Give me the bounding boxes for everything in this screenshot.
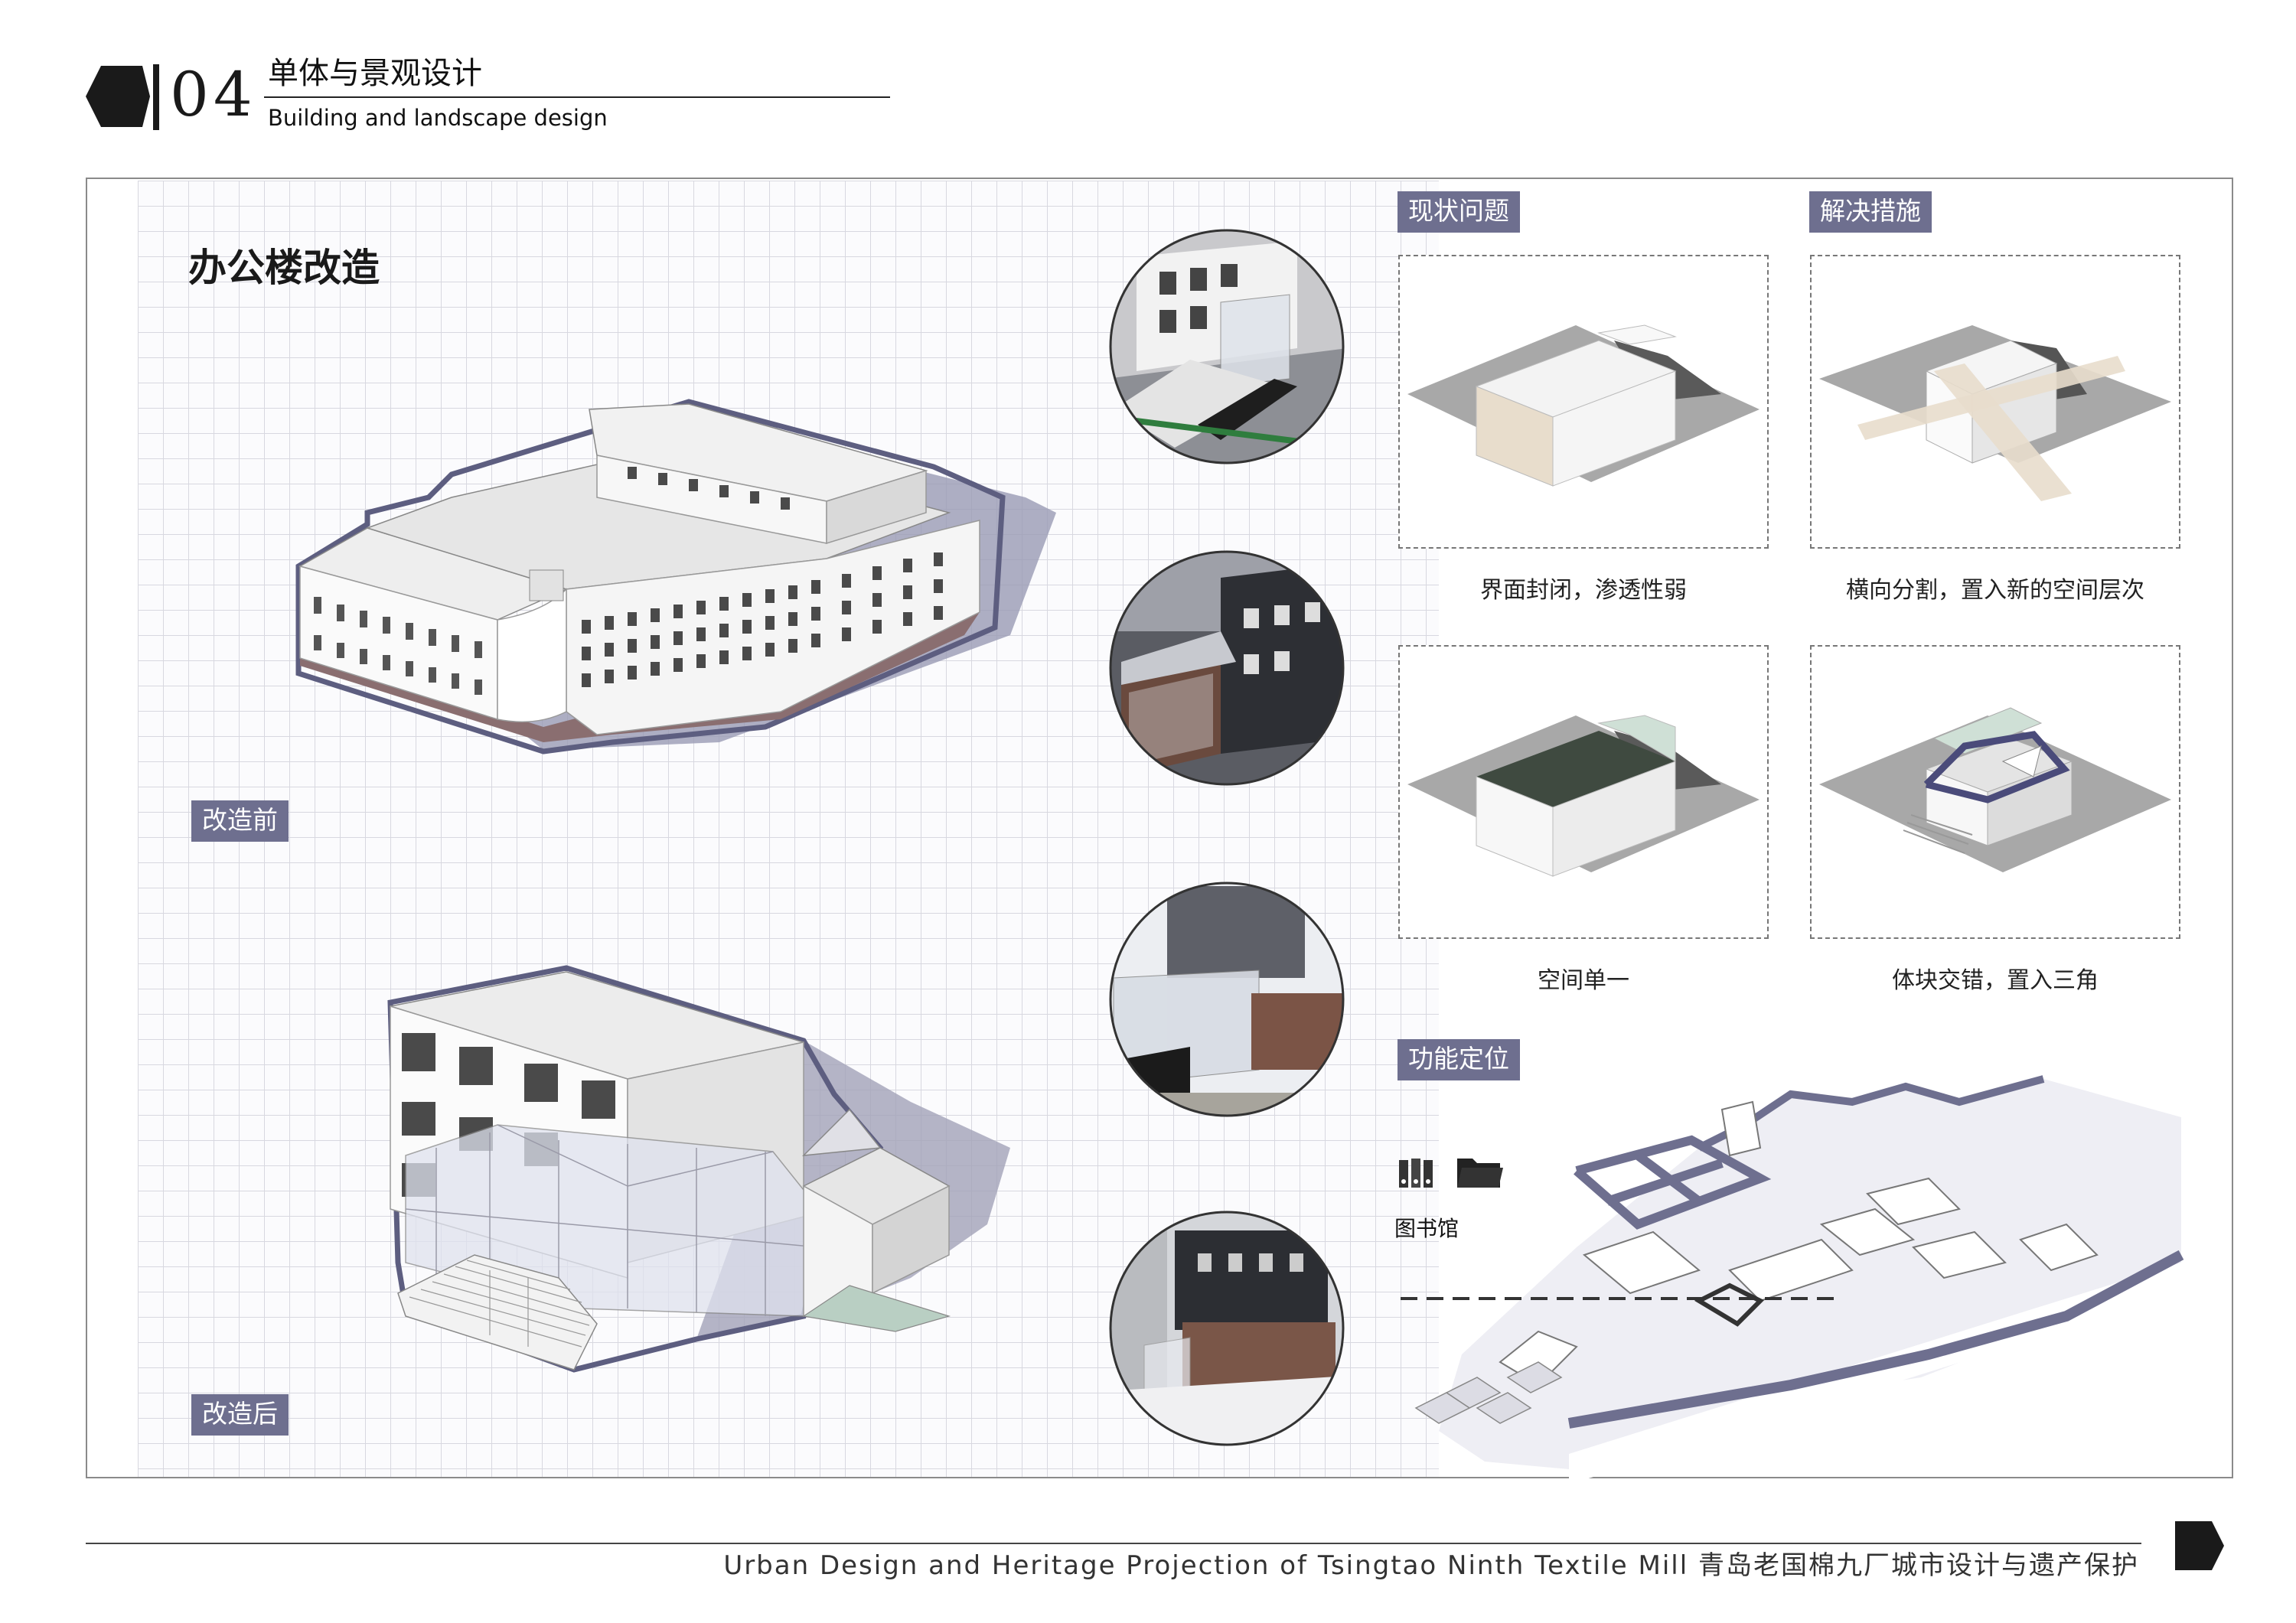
caption-interlock-triangle: 体块交错，置入三角 — [1892, 967, 2099, 994]
render-circle-4 — [1109, 1211, 1345, 1446]
diagram-panel-horizontal-split — [1810, 255, 2180, 549]
heading-solutions: 解决措施 — [1809, 191, 1932, 233]
footer-hexagon-icon — [2175, 1521, 2224, 1570]
caption-horizontal-split: 横向分割，置入新的空间层次 — [1846, 577, 2144, 604]
library-label: 图书馆 — [1394, 1216, 1459, 1241]
label-before-renovation: 改造前 — [191, 800, 289, 842]
heading-function-positioning: 功能定位 — [1397, 1039, 1520, 1080]
site-plan-illustration — [1401, 1075, 2184, 1484]
diagram-panel-single-space — [1398, 645, 1769, 939]
folder-icon — [1457, 1159, 1503, 1188]
books-icon — [1399, 1159, 1433, 1188]
building-before-illustration — [295, 399, 1056, 754]
section-title-en: Building and landscape design — [268, 105, 608, 131]
heading-current-issues: 现状问题 — [1397, 191, 1520, 233]
render-circle-3 — [1109, 882, 1345, 1117]
footer-project-title: Urban Design and Heritage Projection of … — [723, 1550, 2139, 1581]
render-circle-2 — [1109, 550, 1345, 786]
building-after-illustration — [387, 965, 1010, 1373]
header-divider-bar — [153, 64, 159, 130]
header-hexagon-icon — [86, 66, 150, 127]
render-circle-1 — [1109, 229, 1345, 464]
caption-single-space: 空间单一 — [1538, 967, 1629, 994]
footer-rule — [86, 1543, 2141, 1544]
diagram-panel-closed-interface — [1398, 255, 1769, 549]
caption-closed-interface: 界面封闭，渗透性弱 — [1480, 577, 1687, 604]
main-title: 办公楼改造 — [188, 246, 380, 290]
section-number: 04 — [170, 59, 257, 130]
header-underline — [264, 96, 890, 98]
diagram-panel-interlock-triangle — [1810, 645, 2180, 939]
label-after-renovation: 改造后 — [191, 1394, 289, 1436]
section-title-cn: 单体与景观设计 — [268, 56, 482, 91]
